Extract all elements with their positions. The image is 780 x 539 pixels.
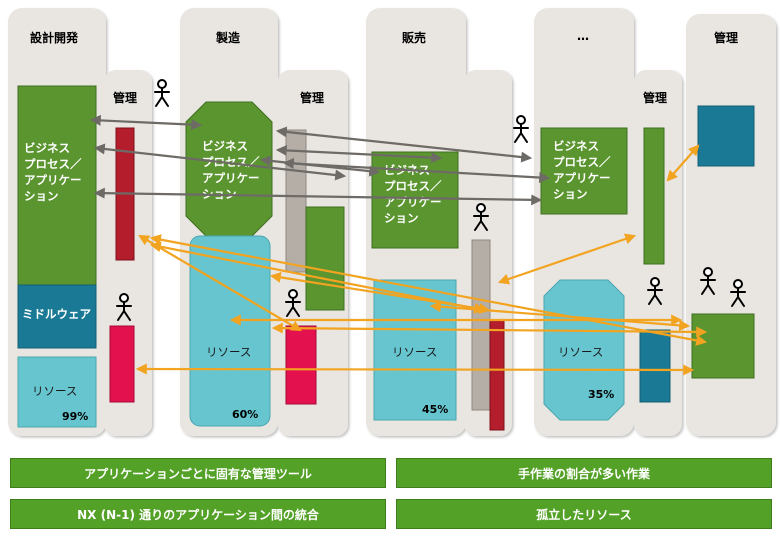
mfg-title: 製造 bbox=[215, 30, 241, 45]
mgmt1-pink-bar bbox=[109, 325, 135, 403]
mgmt4-teal-bar bbox=[639, 329, 671, 403]
banner-manual-work: 手作業の割合が多い作業 bbox=[396, 458, 772, 488]
mgmt-label-1: 管理 bbox=[113, 90, 137, 105]
mgmt-right-green-box bbox=[691, 313, 755, 379]
integration-arrows bbox=[89, 114, 551, 206]
mgmt-label-2: 管理 bbox=[300, 90, 324, 105]
design-middleware-box bbox=[17, 284, 97, 349]
other-resource-label: リソース bbox=[558, 345, 603, 359]
design-title: 設計開発 bbox=[30, 30, 79, 45]
other-percent: 35% bbox=[588, 388, 614, 401]
design-app-line-1: ビジネス bbox=[24, 141, 70, 155]
mgmt-right-title: 管理 bbox=[714, 30, 738, 45]
design-app-line-2: プロセス／ bbox=[24, 157, 82, 171]
mgmt4-green-bar bbox=[643, 127, 665, 265]
banner-isolated-resources: 孤立したリソース bbox=[396, 499, 772, 529]
other-app-box bbox=[540, 127, 628, 215]
design-app-line-3: アプリケー bbox=[24, 173, 82, 187]
banner-app-specific-tools: アプリケーションごとに固有な管理ツール bbox=[10, 458, 386, 488]
sales-app-line-2: プロセス／ bbox=[384, 179, 442, 193]
other-title: … bbox=[577, 29, 589, 43]
mfg-app-line-1: ビジネス bbox=[202, 139, 248, 153]
mfg-resource-label: リソース bbox=[206, 345, 251, 359]
mfg-percent: 60% bbox=[232, 408, 258, 421]
sales-percent: 45% bbox=[422, 403, 448, 416]
other-app-line-3: アプリケー bbox=[553, 171, 611, 185]
design-percent: 99% bbox=[62, 410, 88, 423]
design-app-line-4: ション bbox=[24, 189, 59, 203]
design-app-box bbox=[17, 85, 97, 311]
mgmt-right-teal-box bbox=[697, 105, 755, 167]
mgmt3-red-bar bbox=[489, 319, 505, 431]
mfg-app-box bbox=[185, 101, 273, 237]
design-middleware-label: ミドルウェア bbox=[22, 307, 91, 321]
design-resource-box bbox=[17, 356, 97, 428]
sales-resource-label: リソース bbox=[392, 345, 437, 359]
mfg-app-line-3: アプリケー bbox=[202, 171, 260, 185]
banner-app-integration: NX (N-1) 通りのアプリケーション間の統合 bbox=[10, 499, 386, 529]
management-arrows bbox=[135, 144, 708, 376]
other-app-line-4: ション bbox=[553, 187, 588, 201]
mfg-resource-box bbox=[189, 235, 271, 427]
mgmt2-pink-bar bbox=[285, 325, 317, 405]
sales-app-line-4: ション bbox=[384, 211, 419, 225]
sales-title: 販売 bbox=[402, 30, 426, 45]
other-app-line-2: プロセス／ bbox=[553, 155, 611, 169]
other-app-line-1: ビジネス bbox=[553, 139, 599, 153]
design-resource-label: リソース bbox=[32, 384, 77, 398]
mgmt3-gray-bar bbox=[471, 239, 491, 411]
mgmt-label-3: 管理 bbox=[643, 90, 667, 105]
mgmt2-green-box bbox=[305, 206, 345, 311]
